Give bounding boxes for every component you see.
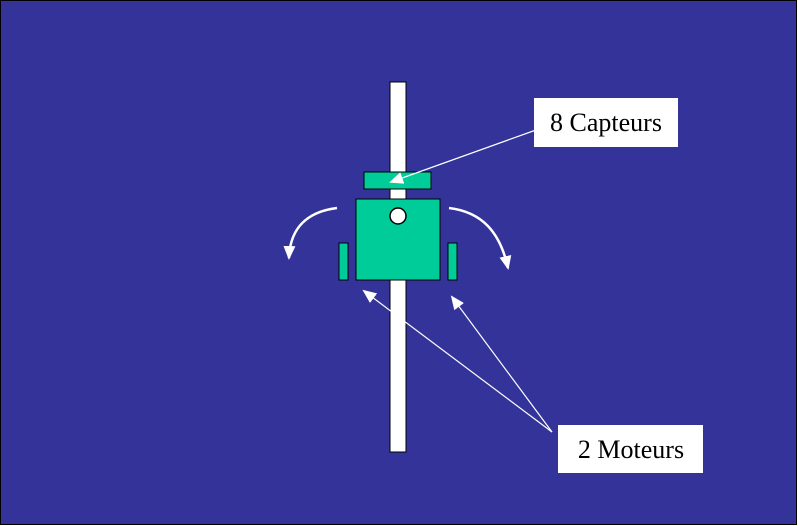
rotate-right-arrow (448, 206, 512, 270)
motor-right-pointer-arrow (450, 295, 553, 433)
motors-label: 2 Moteurs (578, 435, 684, 464)
caster-dot (389, 207, 407, 225)
left-wheel (338, 242, 349, 281)
rotate-left-arrow (283, 206, 338, 260)
sensors-label: 8 Capteurs (550, 108, 662, 137)
motor-left-pointer-arrow (362, 289, 553, 433)
motors-label-box (558, 425, 703, 473)
sensor-bar (363, 171, 432, 190)
sensor-pointer-arrow (389, 129, 537, 184)
sensors-label-box (534, 98, 678, 147)
right-wheel (447, 242, 458, 281)
